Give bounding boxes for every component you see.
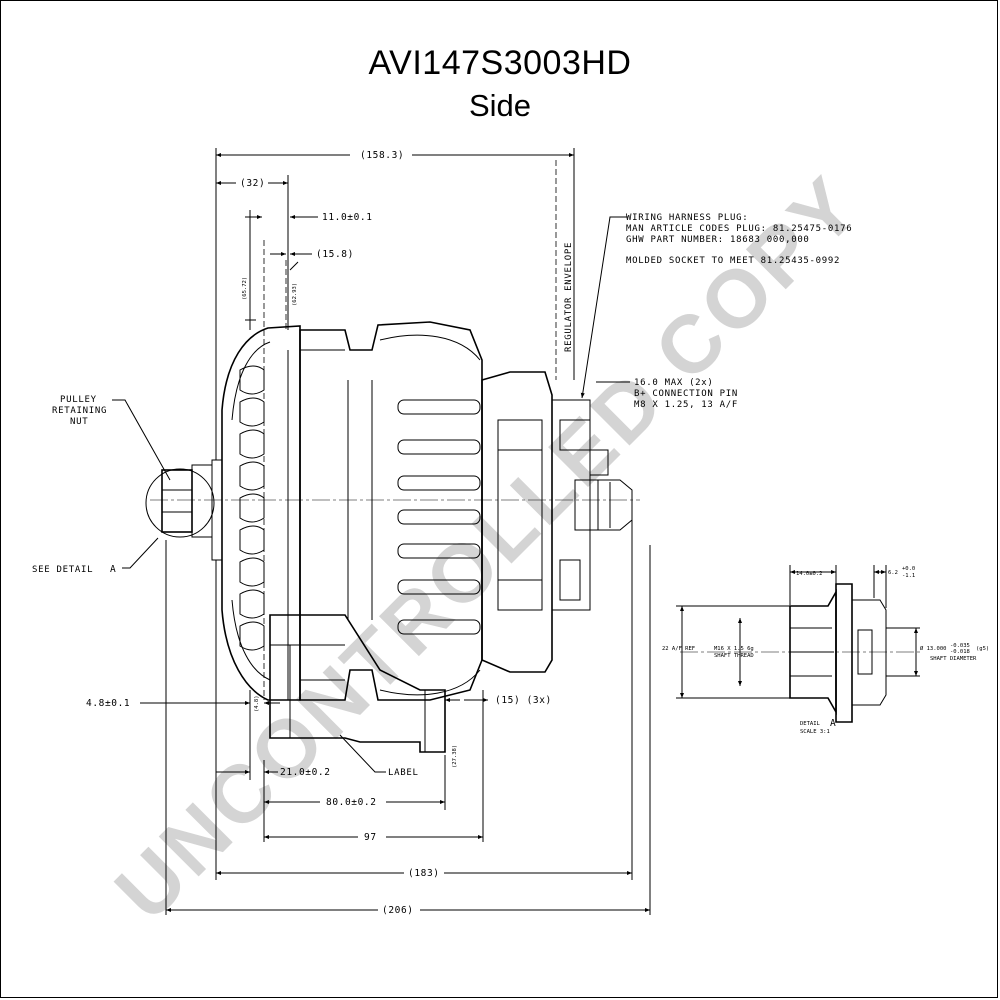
detail-dia-tol-2: -0.018 xyxy=(950,649,970,655)
detail-width-14: 14.0±0.2 xyxy=(796,571,823,577)
regulator-envelope-label: REGULATOR ENVELOPE xyxy=(564,242,574,352)
detail-tol-down: -1.1 xyxy=(902,573,915,579)
wiring-note-1: WIRING HARNESS PLUG: xyxy=(626,213,748,223)
pulley-note-1: PULLEY xyxy=(60,395,97,405)
dim-206: (206) xyxy=(382,905,414,916)
detail-a-view xyxy=(676,565,920,723)
fan-ribs xyxy=(239,365,265,651)
detail-thread-1: M16 X 1.5 6g xyxy=(714,646,754,652)
detail-caption-letter: A xyxy=(830,718,836,729)
bplus-note-2: B+ CONNECTION PIN xyxy=(634,389,738,399)
dim-11: 11.0±0.1 xyxy=(322,212,373,223)
small-label-4: (27.38) xyxy=(452,745,458,768)
pulley-note-2: RETAINING xyxy=(52,406,107,416)
wiring-note-2: MAN ARTICLE CODES PLUG: 81.25475-0176 xyxy=(626,224,852,234)
dim-97: 97 xyxy=(364,832,377,843)
dim-overall-158: (158.3) xyxy=(360,150,404,161)
bplus-note-1: 16.0 MAX (2x) xyxy=(634,378,714,388)
detail-caption-1: DETAIL xyxy=(800,721,821,727)
dim-32: (32) xyxy=(240,178,265,189)
dim-15-8: (15.8) xyxy=(316,249,354,260)
molded-socket-note: MOLDED SOCKET TO MEET 81.25435-0992 xyxy=(626,256,840,266)
detail-diameter-1: Ø 13.000 xyxy=(920,645,947,652)
detail-tol-up: +0.0 xyxy=(902,566,915,572)
dim-15-3x: (15) (3x) xyxy=(495,695,552,706)
detail-dia-tol-1: -0.035 xyxy=(950,643,970,649)
detail-af-ref: 22 A/F REF xyxy=(662,646,695,652)
stator-slots xyxy=(397,399,481,635)
detail-diameter-2: SHAFT DIAMETER xyxy=(930,656,977,662)
small-label-1: (65.72) xyxy=(242,277,248,300)
dim-183: (183) xyxy=(408,868,440,879)
small-label-2: (62.93) xyxy=(292,283,298,306)
bplus-note-3: M8 X 1.25, 13 A/F xyxy=(634,400,738,410)
dim-80: 80.0±0.2 xyxy=(326,797,377,808)
detail-width-6-2: 6.2 xyxy=(888,570,898,576)
drawing-title: AVI147S3003HD xyxy=(368,44,632,82)
dimension-lines xyxy=(112,148,651,915)
alternator-body xyxy=(150,160,640,753)
dim-21: 21.0±0.2 xyxy=(280,767,331,778)
small-label-3: (4.8) xyxy=(254,695,260,712)
detail-caption-2: SCALE 3:1 xyxy=(800,729,830,735)
watermark-text: UNCONTROLLED COPY xyxy=(98,158,877,937)
pulley-note-3: NUT xyxy=(70,417,88,427)
wiring-note-3: GHW PART NUMBER: 18683 000,000 xyxy=(626,235,810,245)
detail-a-circle xyxy=(145,468,215,538)
detail-thread-2: SHAFT THREAD xyxy=(714,653,754,659)
dim-4-8: 4.8±0.1 xyxy=(86,698,130,709)
label-callout: LABEL xyxy=(388,768,419,778)
see-detail-letter: A xyxy=(110,564,116,575)
detail-dia-g5: (g5) xyxy=(976,646,989,652)
see-detail-label: SEE DETAIL xyxy=(32,565,93,575)
view-name: Side xyxy=(468,88,532,123)
